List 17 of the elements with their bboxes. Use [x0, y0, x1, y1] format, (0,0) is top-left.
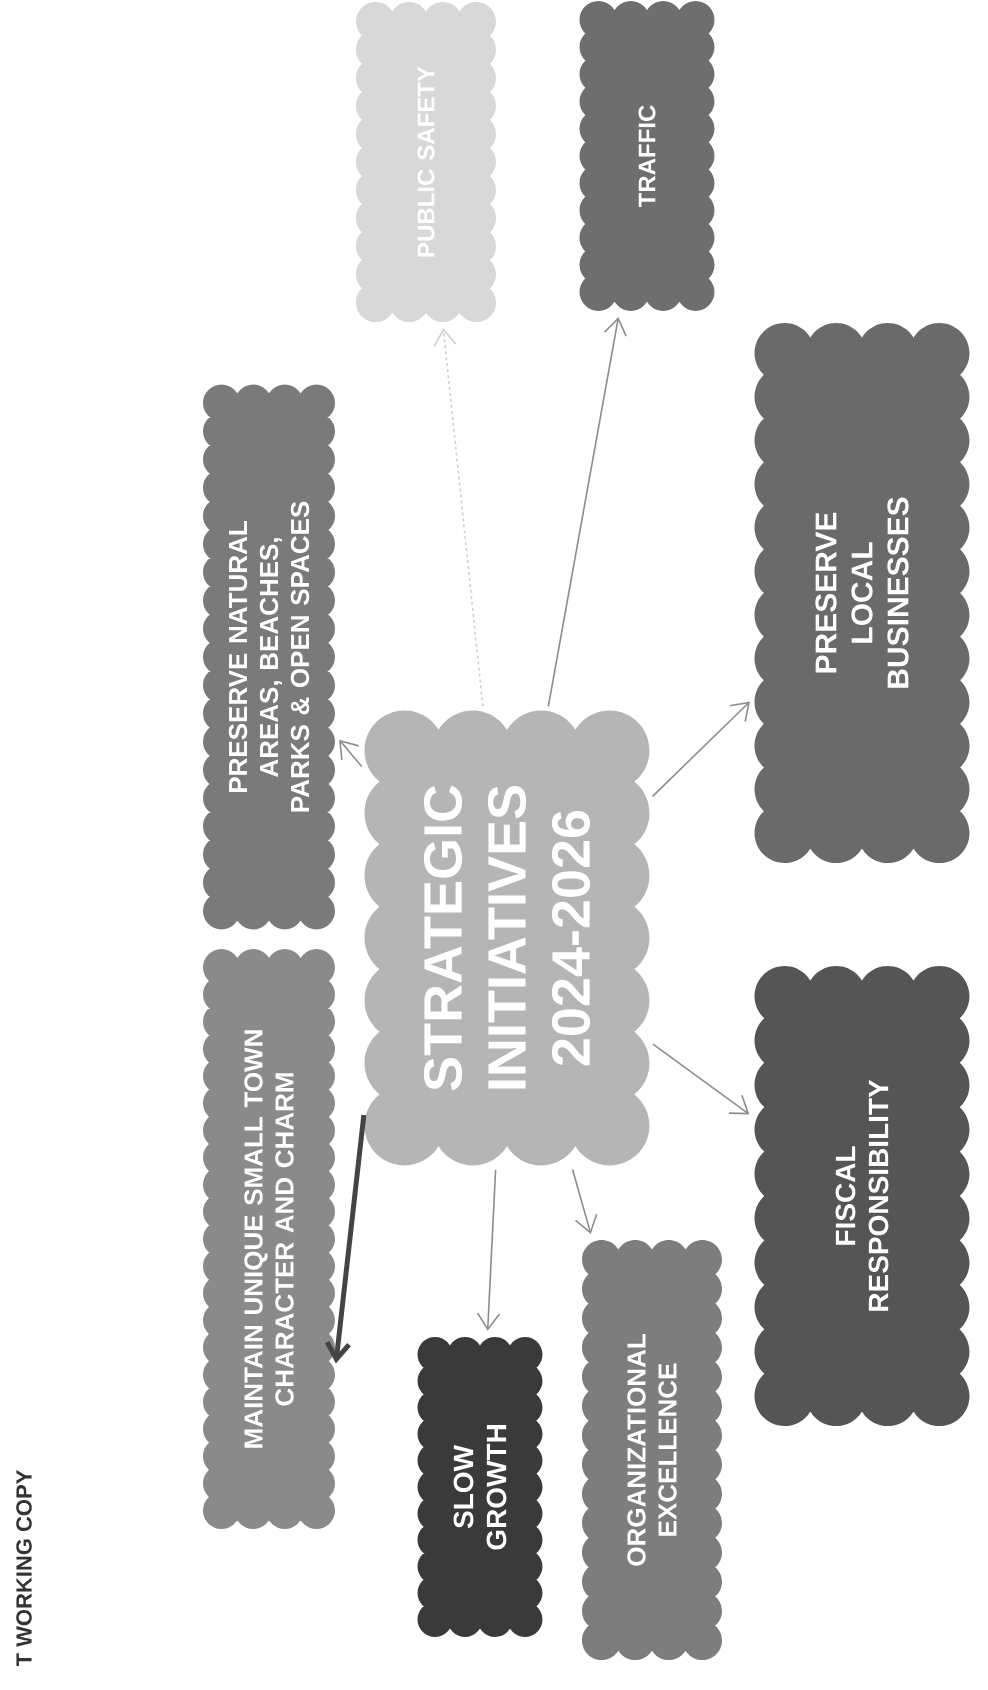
cloud: FISCAL RESPONSIBILITY	[754, 966, 970, 1426]
cloud: PRESERVE LOCAL BUSINESSES	[754, 323, 970, 863]
cloud: STRATEGIC INITIATIVES 2024-2026	[364, 710, 650, 1166]
arrow	[652, 1043, 750, 1115]
arrow	[547, 317, 627, 708]
arrow	[571, 1168, 598, 1234]
cloud: ORGANIZATIONAL EXCELLENCE	[582, 1240, 722, 1660]
cloud: MAINTAIN UNIQUE SMALL TOWN CHARACTER AND CHARM	[203, 949, 335, 1529]
cloud: SLOW GROWTH	[417, 1337, 543, 1637]
arrow	[651, 701, 750, 798]
stamp-text: T WORKING COPY	[16, 1469, 32, 1667]
cloud: TRAFFIC	[579, 1, 715, 311]
cloud: PRESERVE NATURAL AREAS, BEACHES, PARKS & OPEN SPACES	[203, 384, 335, 930]
arrow	[476, 1168, 501, 1331]
arrow	[325, 1114, 367, 1364]
arrow	[339, 739, 363, 768]
arrow	[433, 328, 484, 708]
